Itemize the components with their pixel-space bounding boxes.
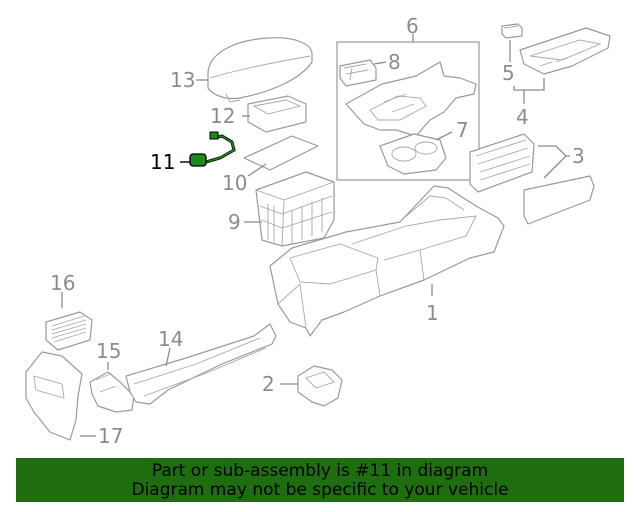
wiring-harness-part-11: [189, 131, 236, 167]
parts-diagram: 1 2 3 4 5 6 7 8 9 10 11 12 13 14 15 16 1…: [25, 14, 611, 448]
callout-17: 17: [98, 424, 123, 448]
callout-15: 15: [96, 339, 121, 363]
bracket-part-2: [297, 365, 343, 407]
duct-part-15: [89, 371, 135, 413]
banner-line-1: Part or sub-assembly is #11 in diagram: [151, 461, 489, 481]
callout-12: 12: [210, 104, 235, 128]
info-banner: Part or sub-assembly is #11 in diagram D…: [16, 458, 624, 502]
switch-part-5: [501, 23, 523, 39]
callout-8: 8: [388, 50, 401, 74]
callout-10: 10: [222, 171, 247, 195]
callout-2: 2: [262, 372, 275, 396]
assembly-6-frame: [336, 41, 480, 181]
callout-9: 9: [228, 210, 241, 234]
callout-14: 14: [158, 327, 183, 351]
callout-11: 11: [150, 150, 175, 174]
callout-4: 4: [516, 105, 529, 129]
side-panel-part-3: [469, 133, 595, 225]
banner-line-2: Diagram may not be specific to your vehi…: [131, 480, 509, 500]
callout-13: 13: [170, 68, 195, 92]
storage-box-part-9: [255, 171, 335, 247]
storage-tray-part-12: [247, 95, 307, 133]
center-console-part-1: [269, 185, 505, 337]
callout-6: 6: [406, 14, 419, 38]
rear-trim-part-17: [25, 351, 83, 441]
callout-3: 3: [572, 144, 585, 168]
mat-pad-part-10: [243, 135, 319, 171]
duct-part-14: [125, 323, 277, 405]
switch-part-8: [339, 59, 377, 87]
rear-vent-part-16: [45, 311, 93, 351]
armrest-lid-part-13: [207, 37, 313, 103]
callout-5: 5: [502, 61, 515, 85]
cup-holder-part-7: [379, 133, 447, 175]
bezel-part-4: [519, 27, 611, 75]
callout-16: 16: [50, 271, 75, 295]
callout-1: 1: [426, 301, 439, 325]
callout-7: 7: [456, 118, 469, 142]
console-upper-panel-part-6: [345, 61, 477, 137]
